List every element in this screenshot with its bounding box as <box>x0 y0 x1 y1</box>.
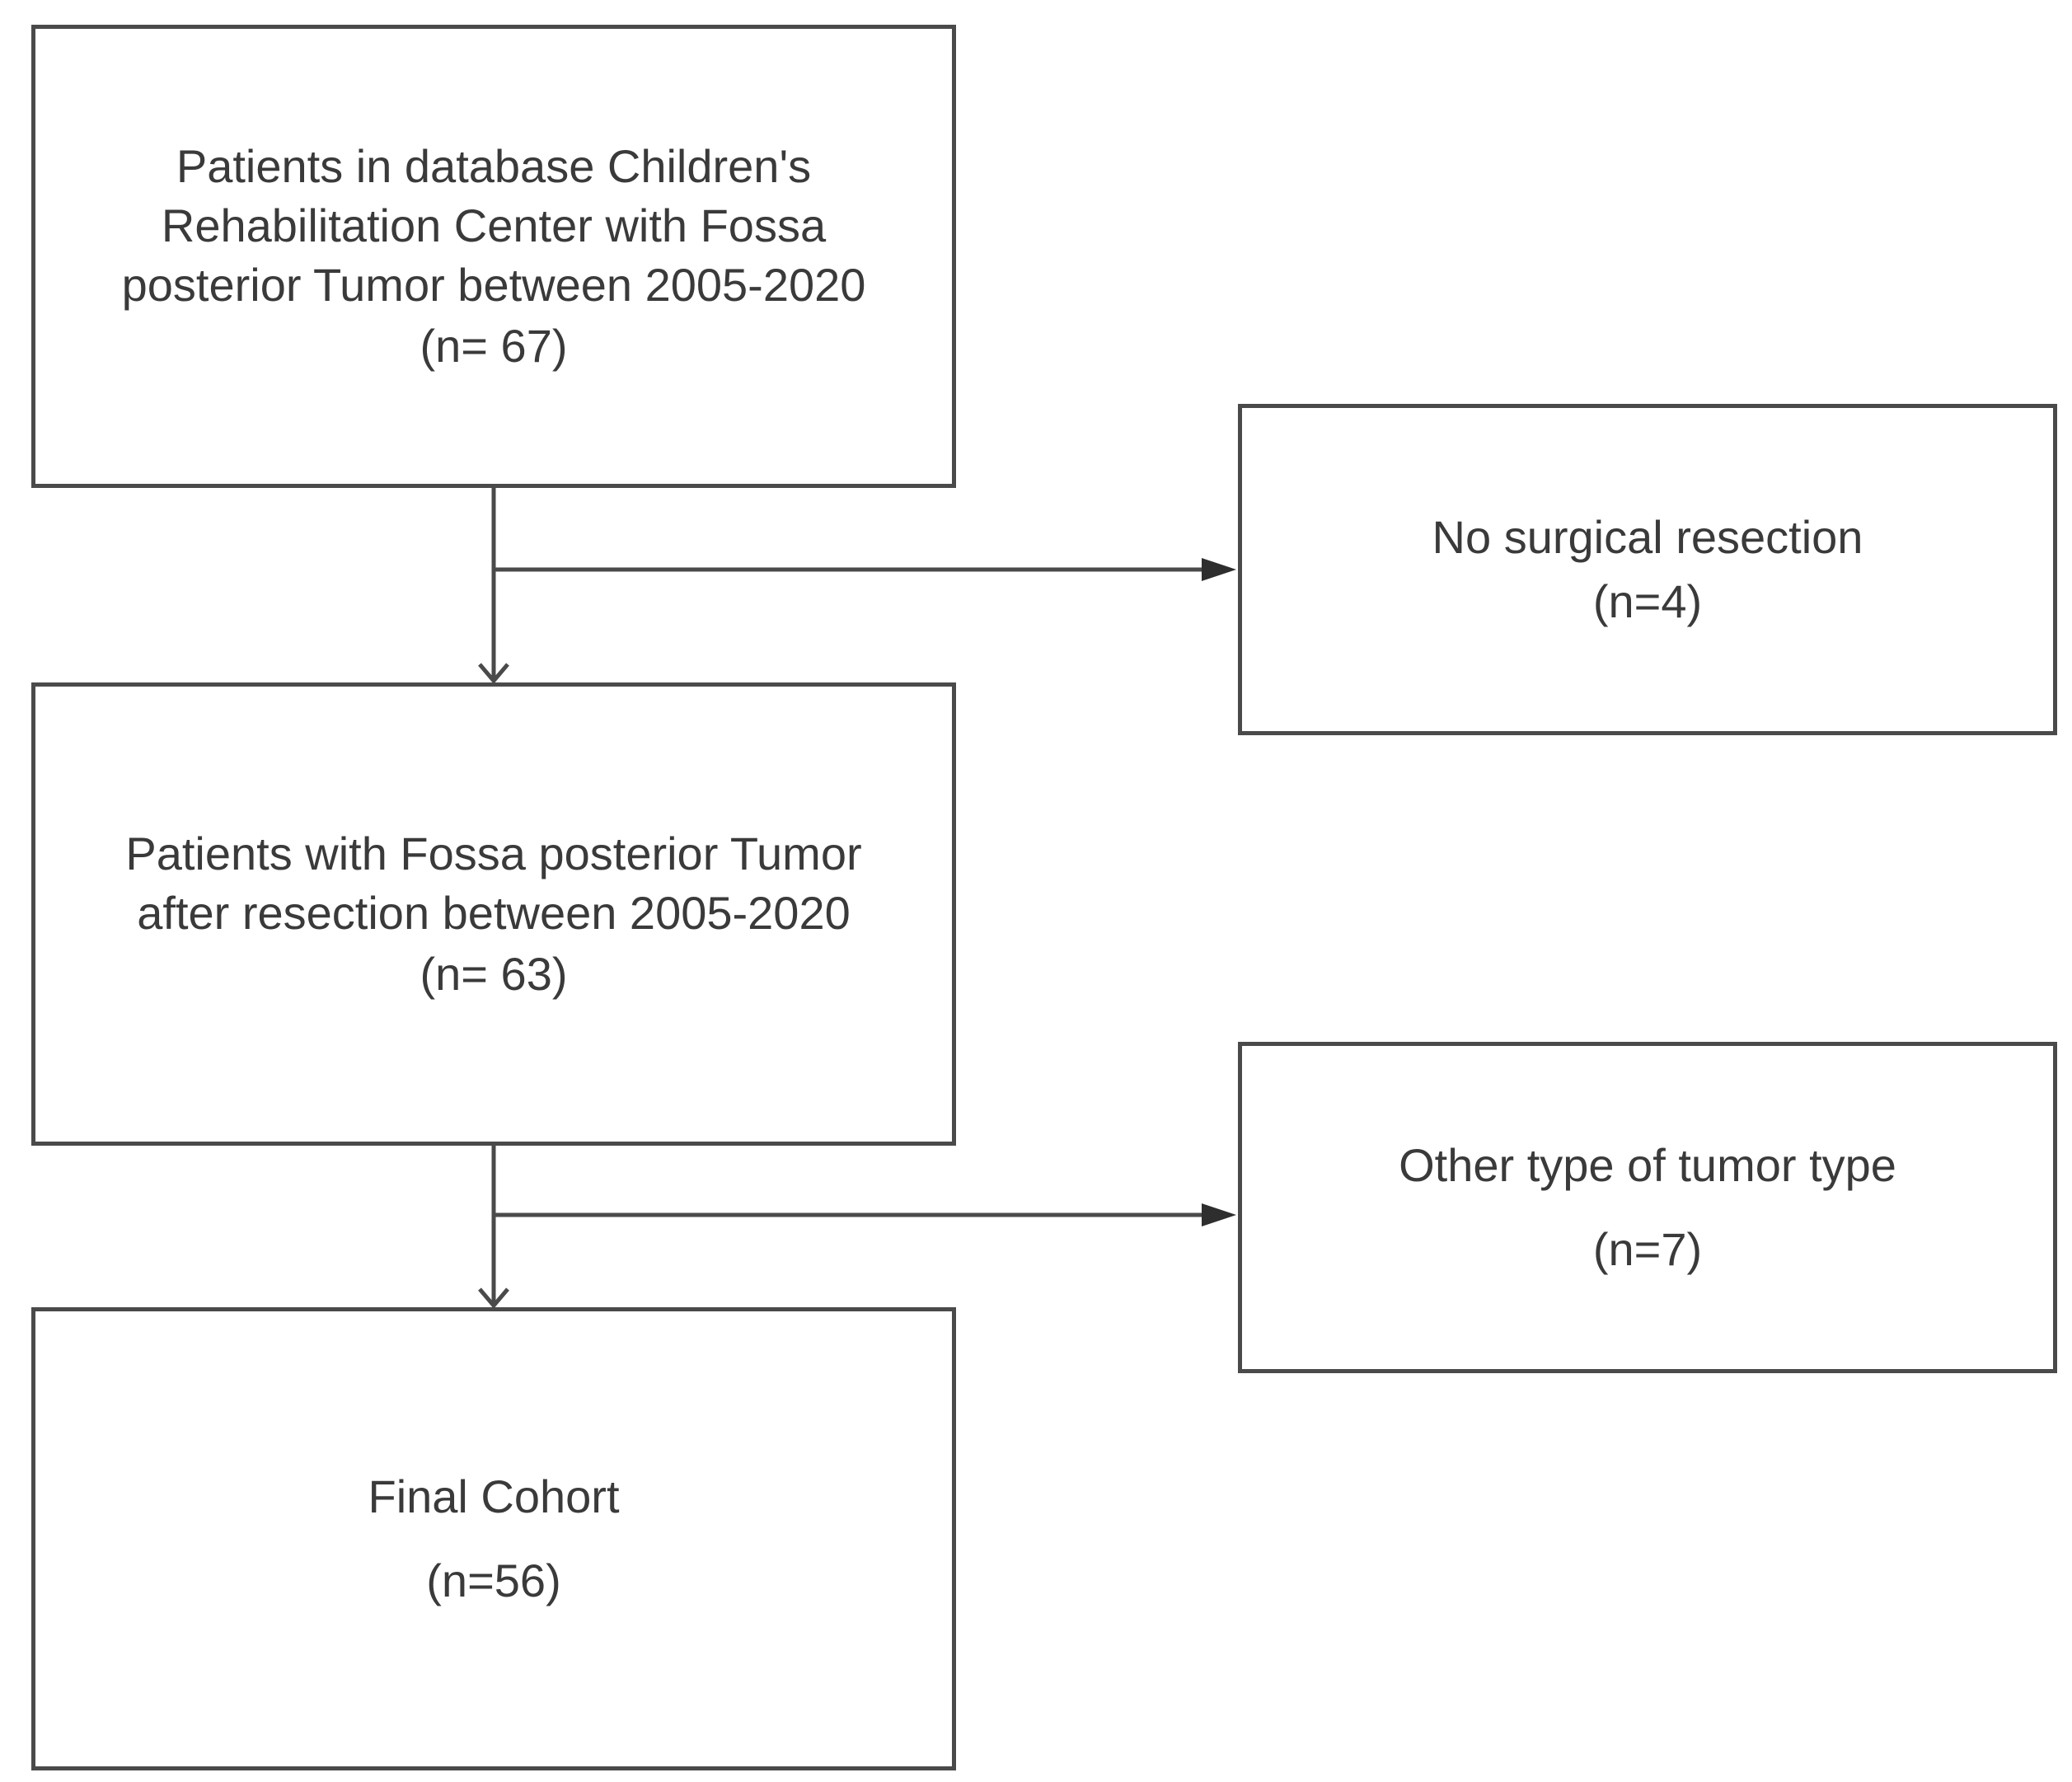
box-final-label: Final Cohort <box>368 1470 620 1522</box>
box-after-resection: Patients with Fossa posterior Tumor afte… <box>31 682 956 1146</box>
arrowhead-to-exclusion-2 <box>1202 1203 1236 1226</box>
box-exclusion-1-label: No surgical resection <box>1432 511 1863 563</box>
box-initial-count: (n= 67) <box>420 320 568 372</box>
box-exclusion-no-resection: No surgical resection (n=4) <box>1238 404 2057 735</box>
box-initial-line-3: posterior Tumor between 2005-2020 <box>121 259 866 311</box>
arrowhead-start-to-after <box>478 663 509 684</box>
box-after-line-1: Patients with Fossa posterior Tumor <box>125 828 862 879</box>
arrowhead-to-exclusion-1 <box>1202 558 1236 581</box>
box-after-line-2: after resection between 2005-2020 <box>137 887 851 939</box>
box-final-cohort: Final Cohort (n=56) <box>31 1307 956 1770</box>
arrowhead-after-to-final <box>478 1287 509 1309</box>
box-final-count: (n=56) <box>426 1555 561 1606</box>
box-initial-patients: Patients in database Children's Rehabili… <box>31 25 956 488</box>
box-exclusion-other-tumor: Other type of tumor type (n=7) <box>1238 1042 2057 1373</box>
box-after-count: (n= 63) <box>420 948 568 1000</box>
box-exclusion-2-label: Other type of tumor type <box>1399 1139 1896 1191</box>
box-exclusion-1-count: (n=4) <box>1592 575 1703 627</box>
box-initial-line-2: Rehabilitation Center with Fossa <box>161 199 827 251</box>
box-exclusion-2-count: (n=7) <box>1592 1223 1703 1275</box>
box-initial-line-1: Patients in database Children's <box>176 140 812 192</box>
